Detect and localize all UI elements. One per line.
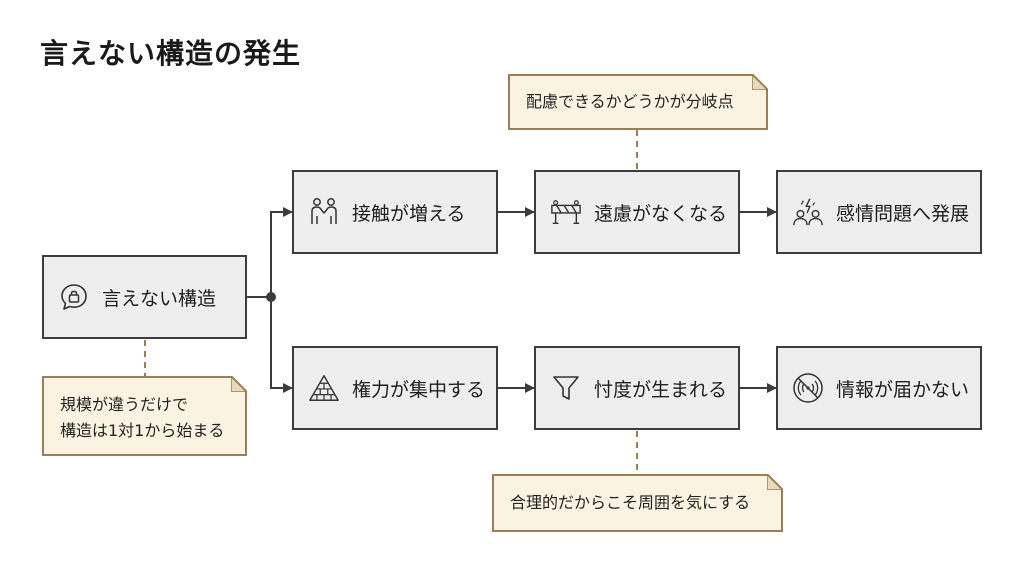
note-left-line-2: 構造は1対1から始まる	[60, 421, 225, 440]
note-bottom-text: 合理的だからこそ周囲を気にする	[510, 493, 751, 512]
node-label: 遠慮がなくなる	[594, 202, 728, 225]
funnel-icon	[550, 372, 582, 404]
note-fold-icon	[752, 74, 768, 90]
node-sontaku-arises: 忖度が生まれる	[534, 346, 740, 430]
people-handshake-icon	[308, 196, 340, 228]
diagram-title: 言えない構造の発生	[40, 37, 302, 70]
note-bottom: 合理的だからこそ周囲を気にする	[492, 474, 783, 532]
note-top: 配慮できるかどうかが分岐点	[508, 74, 768, 130]
conflict-people-icon	[792, 196, 824, 228]
node-unspeakable-structure: 言えない構造	[42, 255, 247, 339]
node-label: 忖度が生まれる	[594, 378, 728, 401]
node-power-concentrates: 権力が集中する	[292, 346, 498, 430]
locked-speech-bubble-icon	[58, 281, 90, 313]
pyramid-icon	[308, 372, 340, 404]
node-label: 感情問題へ発展	[836, 202, 970, 225]
note-top-text: 配慮できるかどうかが分岐点	[526, 92, 734, 111]
node-contact-increases: 接触が増える	[292, 170, 498, 254]
node-label: 情報が届かない	[836, 378, 970, 401]
note-fold-icon	[767, 474, 783, 490]
note-fold-icon	[231, 376, 247, 392]
node-info-not-reaching: 情報が届かない	[776, 346, 982, 430]
no-signal-icon	[792, 372, 824, 404]
barrier-icon	[550, 196, 582, 228]
node-label: 言えない構造	[102, 287, 217, 310]
note-left-line-1: 規模が違うだけで	[60, 395, 189, 414]
node-reserve-disappears: 遠慮がなくなる	[534, 170, 740, 254]
node-label: 権力が集中する	[352, 378, 486, 401]
node-emotional-problem: 感情問題へ発展	[776, 170, 982, 254]
node-label: 接触が増える	[352, 202, 466, 225]
note-left: 規模が違うだけで 構造は1対1から始まる	[42, 376, 247, 456]
